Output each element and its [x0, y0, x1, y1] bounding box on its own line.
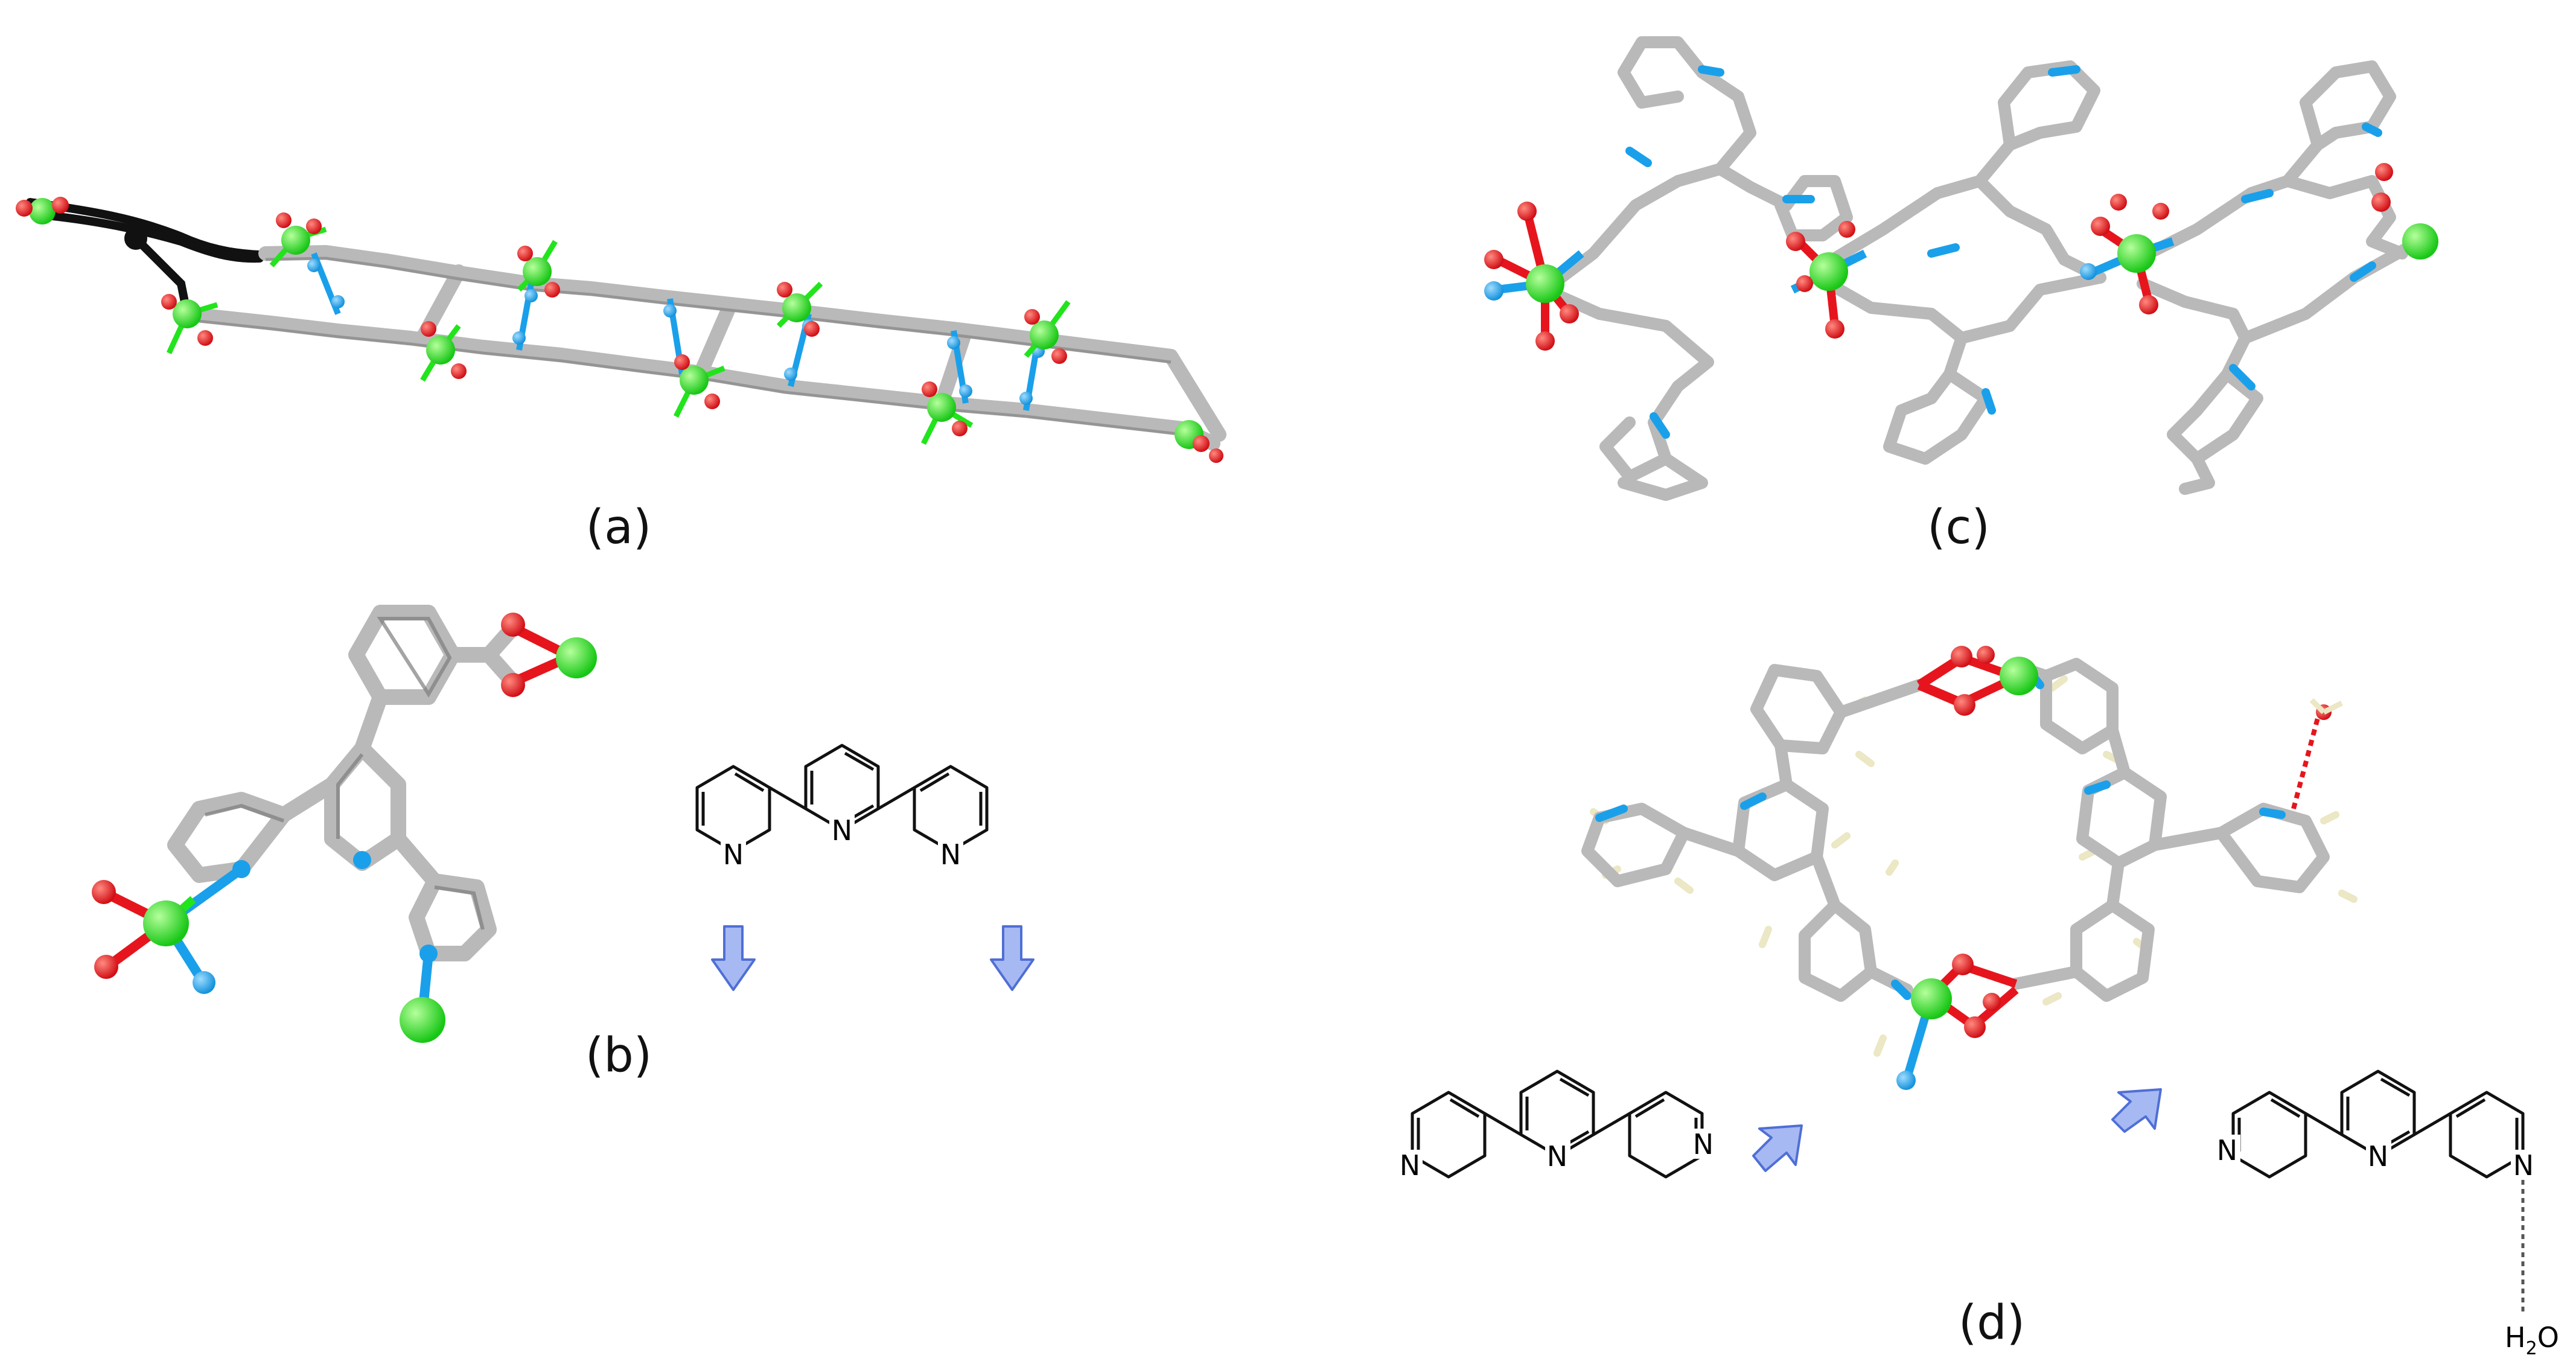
atom-n-d-right-left: N [2217, 1134, 2237, 1167]
atom-n-left: N [723, 838, 744, 871]
panel-c-label: (c) [1927, 500, 1990, 555]
helix-stick-model [1539, 36, 2414, 501]
macrocycle-bottom-metal [1896, 954, 2019, 1090]
panel-c-helical-chain: (c) [1484, 36, 2438, 555]
atom-n-d-left-right: N [1693, 1128, 1714, 1161]
macrocycle-nitrogens [1595, 666, 2286, 1000]
panel-b-label: (b) [585, 1028, 652, 1083]
metal-centers [29, 198, 1204, 449]
panel-d-macrocycle: N N N N N N [1397, 646, 2559, 1359]
highlighted-ligand [26, 198, 264, 318]
carboxylate-top [501, 613, 597, 697]
panel-a-label: (a) [586, 500, 652, 555]
terpyridine-d-right-labels: N N N H2O [2215, 1134, 2559, 1359]
terpyridine-d-left-labels: N N N [1397, 1128, 1715, 1182]
arrow-icon [2111, 1088, 2162, 1133]
metal-atom-icon [556, 637, 597, 678]
ligand-strands-shading [187, 257, 1184, 436]
atom-n-d-left-center: N [1547, 1140, 1567, 1173]
ring-nitrogens [232, 851, 438, 963]
atom-n-d-left-left: N [1400, 1149, 1420, 1182]
water-label: H2O [2505, 1321, 2559, 1359]
ligand-stick-shading [205, 617, 485, 930]
panel-d-label: (d) [1959, 1296, 2025, 1350]
oxygen-atoms [16, 197, 1223, 463]
helix-terminal-n [1484, 263, 2097, 301]
ligand-stick-model [167, 605, 521, 961]
left-metal-center [92, 865, 244, 994]
panel-a-chain-structure: (a) [16, 197, 1226, 555]
macrocycle-top-metal [1916, 646, 2038, 716]
arrow-icon [711, 925, 1035, 991]
helix-oxygens [1484, 163, 2393, 351]
helix-nitrogens [1625, 65, 2382, 439]
terpyridine-b-n-labels: N N N [721, 814, 963, 871]
atom-n-d-right-center: N [2368, 1140, 2388, 1173]
bottom-metal [400, 953, 445, 1043]
terpyridine-skeletal-d-right [2231, 1069, 2525, 1313]
atom-n-right: N [940, 838, 961, 871]
atom-n-center: N [832, 814, 852, 847]
hydrogen-bond-icon [2291, 698, 2344, 810]
arrow-icon [1752, 1124, 1803, 1172]
panel-b-crystal-fragment: N N N (b) [92, 605, 1035, 1083]
macrocycle-stick-model [1581, 658, 2330, 1002]
atom-n-d-right-right: N [2513, 1149, 2534, 1182]
